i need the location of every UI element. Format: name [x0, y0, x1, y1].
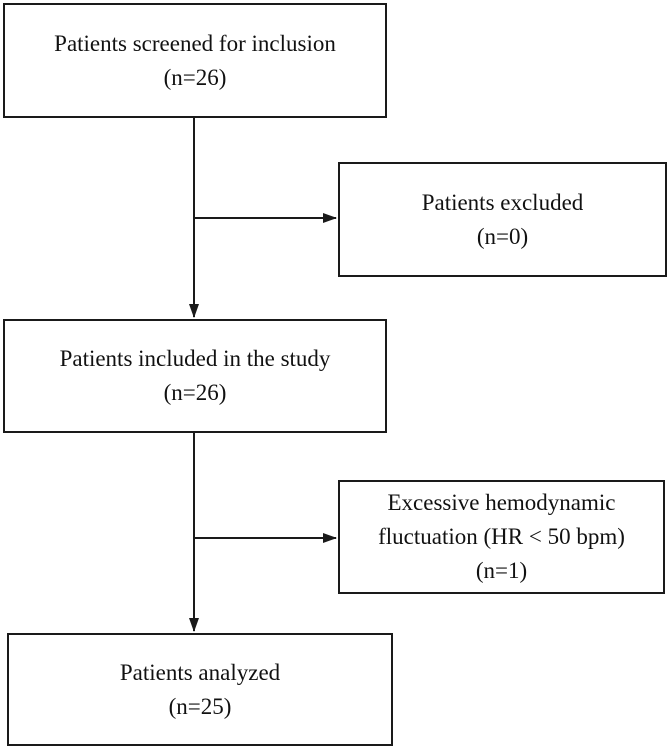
box-analyzed-count: (n=25): [168, 693, 232, 719]
box-included-label: Patients included in the study: [59, 346, 331, 371]
box-fluctuation-label-line2: fluctuation (HR < 50 bpm): [378, 524, 625, 549]
box-screened-label: Patients screened for inclusion: [54, 30, 336, 56]
box-excluded-count: (n=0): [476, 223, 529, 249]
box-analyzed: Patients analyzed (n=25): [7, 633, 393, 746]
box-included-count: (n=26): [163, 380, 227, 405]
box-excluded-label: Patients excluded: [421, 189, 584, 215]
box-analyzed-label: Patients analyzed: [119, 659, 281, 685]
box-fluctuation: Excessive hemodynamic fluctuation (HR < …: [338, 480, 665, 594]
box-included: Patients included in the study (n=26): [3, 319, 387, 433]
box-excluded: Patients excluded (n=0): [338, 162, 667, 277]
box-fluctuation-label-line1: Excessive hemodynamic: [387, 490, 616, 515]
box-screened: Patients screened for inclusion (n=26): [3, 3, 387, 118]
box-screened-count: (n=26): [163, 64, 227, 90]
box-fluctuation-count: (n=1): [475, 558, 528, 583]
